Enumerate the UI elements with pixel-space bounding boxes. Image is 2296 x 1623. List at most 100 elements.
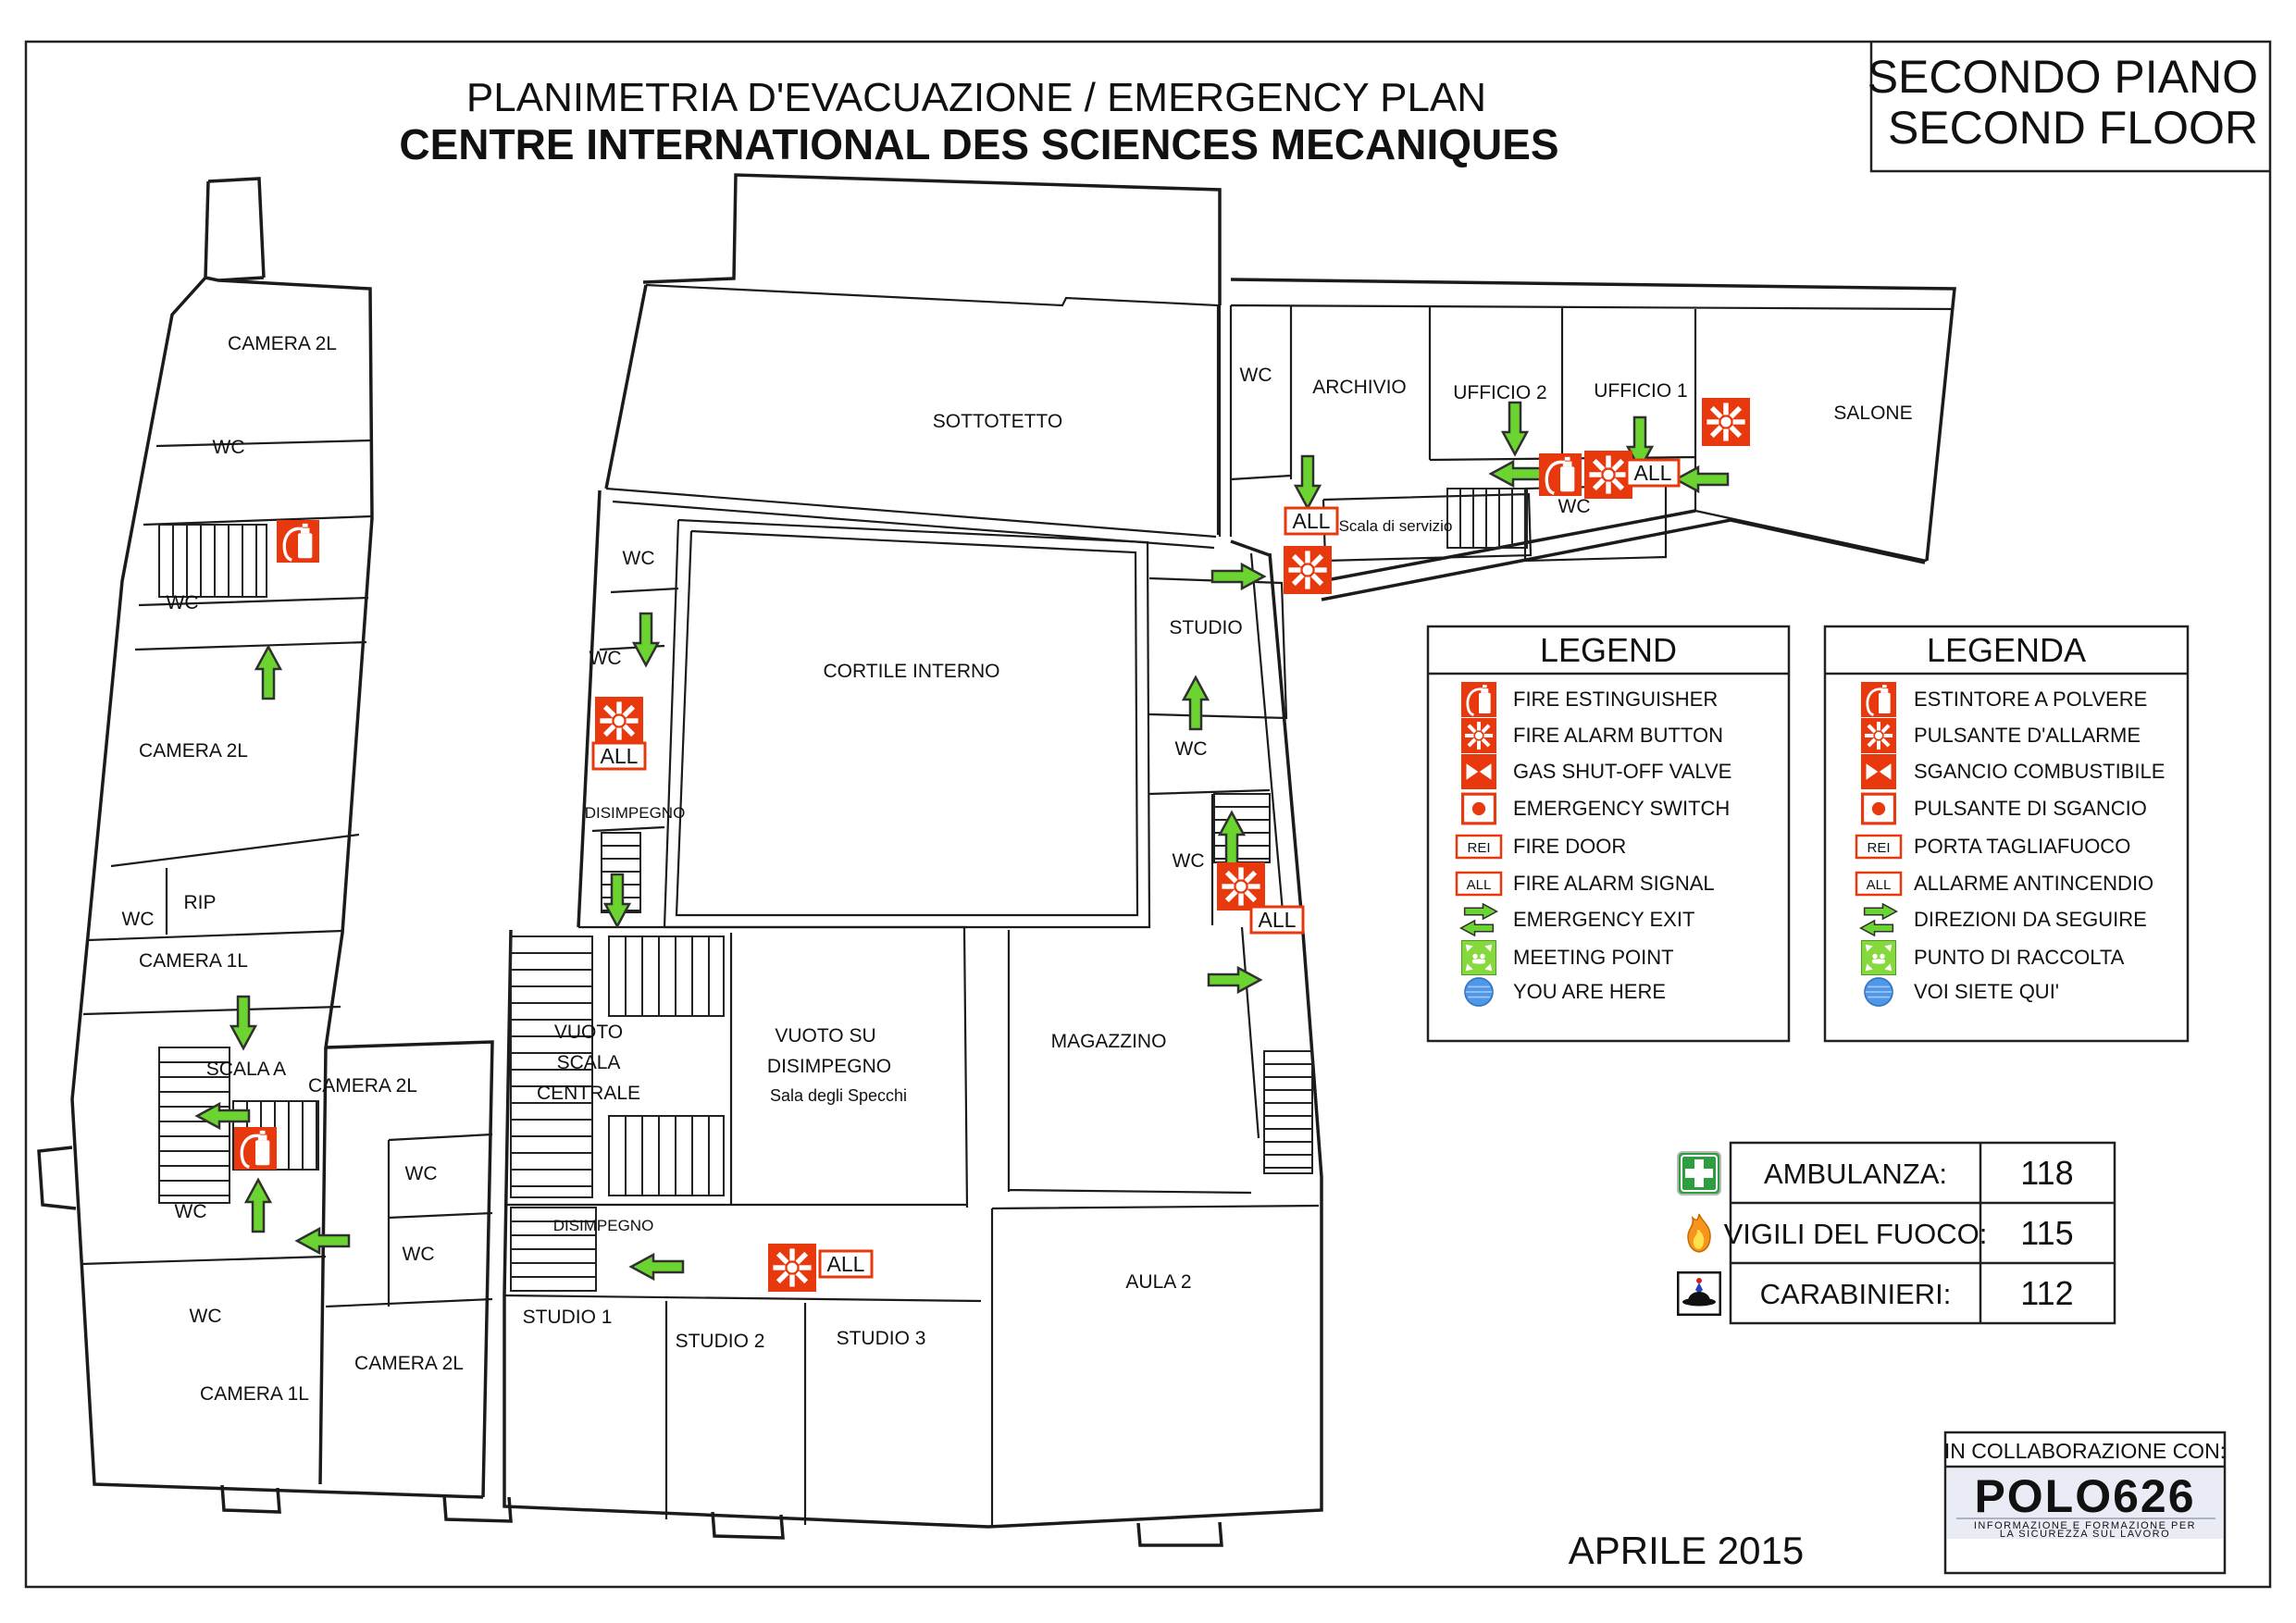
room-label: STUDIO	[1169, 617, 1242, 638]
stairs	[1263, 1050, 1313, 1174]
room-label: WC	[167, 592, 199, 613]
polo-logo-subline2: LA SICUREZZA SUL LAVORO	[2000, 1529, 2170, 1540]
legend-item-label: FIRE ALARM SIGNAL	[1513, 872, 1715, 895]
legend-item: ESTINTORE A POLVERE	[1861, 682, 2147, 717]
emergency-number-row: AMBULANZA:118	[1677, 1151, 2074, 1196]
floor-title-block: SECONDO PIANO SECOND FLOOR	[1868, 42, 2270, 173]
fire-door-icon: REI	[1467, 840, 1490, 856]
legend-item: REI FIRE DOOR	[1455, 834, 1626, 860]
legend-item: EMERGENCY SWITCH	[1461, 792, 1730, 825]
room-label: SCALA	[557, 1052, 621, 1073]
legend-item: PULSANTE DI SGANCIO	[1861, 792, 2147, 825]
room-label: UFFICIO 1	[1594, 380, 1688, 402]
evacuation-arrow-right	[1207, 966, 1262, 994]
fire-extinguisher-icon	[1539, 453, 1582, 496]
legend-item: MEETING POINT	[1461, 940, 1674, 975]
legend-item-label: MEETING POINT	[1513, 946, 1674, 969]
polo-logo-text: POLO626	[1974, 1470, 2195, 1522]
room-label: WC	[405, 1163, 438, 1184]
room-label: CAMERA 2L	[228, 333, 337, 354]
fire-alarm-button-icon	[1217, 862, 1265, 911]
svg-text:ALL: ALL	[1293, 509, 1331, 533]
fire-alarm-signal-box: ALL	[1625, 458, 1681, 488]
meeting-point-icon	[1461, 940, 1496, 975]
room-label: STUDIO 1	[523, 1307, 613, 1328]
evacuation-arrow-left	[1674, 465, 1730, 493]
emergency-service-label: VIGILI DEL FUOCO:	[1724, 1218, 1988, 1250]
room-label: UFFICIO 2	[1453, 382, 1547, 403]
legend-item: FIRE ESTINGUISHER	[1461, 682, 1718, 717]
evacuation-arrow-up	[244, 1178, 272, 1233]
evacuation-arrow-right	[1210, 563, 1266, 590]
emergency-phone-number: 118	[2020, 1154, 2073, 1192]
legend-item: GAS SHUT-OFF VALVE	[1461, 754, 1731, 789]
room-label: DISIMPEGNO	[553, 1217, 654, 1234]
evacuation-arrow-down	[1294, 454, 1322, 510]
plan-date: APRILE 2015	[1569, 1529, 1805, 1572]
room-label: WC	[1173, 850, 1205, 872]
room-label: CAMERA 1L	[139, 950, 248, 972]
legend-item: ALL FIRE ALARM SIGNAL	[1455, 871, 1715, 897]
collaboration-box: IN COLLABORAZIONE CON: POLO626 INFORMAZI…	[1943, 1431, 2227, 1575]
legend-item-label: DIREZIONI DA SEGUIRE	[1914, 908, 2147, 931]
stairs	[510, 935, 593, 1198]
room-label: WC	[623, 548, 655, 569]
gas-shutoff-valve-icon	[1861, 754, 1896, 789]
room-label: SOTTOTETTO	[933, 411, 1062, 432]
room-label: AULA 2	[1125, 1271, 1191, 1293]
you-are-here-icon	[1464, 977, 1494, 1007]
stairs	[601, 832, 641, 913]
legend-item-label: ESTINTORE A POLVERE	[1914, 688, 2147, 711]
legend-item: FIRE ALARM BUTTON	[1461, 718, 1723, 753]
stairs	[158, 524, 267, 598]
evacuation-arrow-down	[230, 995, 257, 1050]
room-label: STUDIO 2	[676, 1331, 765, 1352]
emergency-number-row: CARABINIERI:112	[1677, 1271, 2074, 1316]
room-label: WC	[1240, 365, 1272, 386]
legend-item-label: EMERGENCY SWITCH	[1513, 797, 1730, 820]
fire-alarm-button-icon	[1584, 451, 1632, 499]
room-label: DISIMPEGNO	[767, 1056, 891, 1077]
fire-alarm-signal-icon: ALL	[1467, 877, 1492, 893]
legend-item-label: PULSANTE DI SGANCIO	[1914, 797, 2147, 820]
evacuation-arrow-up	[254, 645, 282, 700]
room-label: MAGAZZINO	[1051, 1031, 1167, 1052]
page-title: PLANIMETRIA D'EVACUAZIONE / EMERGENCY PL…	[466, 75, 1486, 120]
legend-item-label: FIRE DOOR	[1513, 835, 1626, 858]
fire-alarm-signal-icon: ALL	[1867, 877, 1892, 893]
emergency-exit-icon	[1859, 920, 1894, 936]
legend-item-label: FIRE ESTINGUISHER	[1513, 688, 1718, 711]
evacuation-arrow-down	[1501, 401, 1529, 456]
fire-alarm-button-icon	[1284, 546, 1332, 594]
floor-name-it: SECONDO PIANO	[1868, 51, 2258, 103]
legend-item-label: FIRE ALARM BUTTON	[1513, 724, 1723, 747]
room-label: DISIMPEGNO	[585, 804, 686, 822]
legend-item: SGANCIO COMBUSTIBILE	[1861, 754, 2165, 789]
flame-icon	[1687, 1213, 1711, 1253]
emergency-phone-number: 115	[2020, 1214, 2073, 1252]
fire-extinguisher-icon	[1861, 682, 1896, 717]
floor-name-en: SECOND FLOOR	[1888, 102, 2258, 154]
fire-extinguisher-icon	[277, 520, 319, 563]
stairs	[1446, 488, 1528, 549]
room-label: CORTILE INTERNO	[824, 661, 1000, 682]
stairs-layer	[158, 488, 1528, 1292]
svg-text:ALL: ALL	[827, 1252, 865, 1276]
legend-item: YOU ARE HERE	[1464, 977, 1666, 1007]
legend-item-label: PULSANTE D'ALLARME	[1914, 724, 2141, 747]
room-label: WC	[190, 1306, 222, 1327]
legend-item: PUNTO DI RACCOLTA	[1861, 940, 2125, 975]
fire-door-icon: REI	[1867, 840, 1890, 856]
room-label: CAMERA 1L	[200, 1383, 309, 1405]
page-border	[24, 40, 2272, 1589]
polo-logo-subline1: INFORMAZIONE E FORMAZIONE PER	[1974, 1520, 2196, 1531]
legend-item: VOI SIETE QUI'	[1864, 977, 2059, 1007]
legend-item: EMERGENCY EXIT	[1459, 903, 1694, 936]
legend-item-label: YOU ARE HERE	[1513, 980, 1666, 1003]
evacuation-arrow-left	[1489, 460, 1545, 488]
legend-item-label: EMERGENCY EXIT	[1513, 908, 1694, 931]
